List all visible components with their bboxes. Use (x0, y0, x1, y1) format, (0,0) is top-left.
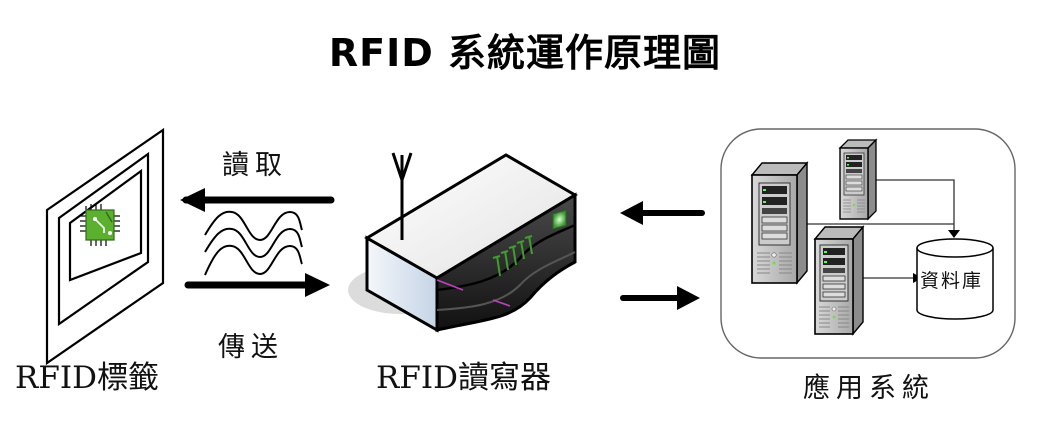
rfid-reader-label: RFID讀寫器 (376, 360, 551, 396)
diagram-title: RFID 系統運作原理圖 (328, 31, 722, 75)
rfid-tag-icon (45, 127, 165, 366)
antenna-icon (391, 152, 413, 240)
send-arrow (184, 273, 330, 297)
read-arrow (180, 188, 335, 212)
app-to-reader-arrow (620, 201, 705, 225)
server-icon-left (750, 161, 809, 285)
chip-icon (80, 204, 120, 246)
send-label: 傳送 (218, 332, 284, 363)
rfid-reader-icon (348, 152, 578, 333)
radio-waves-icon (204, 210, 303, 276)
app-system-label: 應用系統 (803, 373, 935, 404)
server-icon-bottom (813, 225, 865, 336)
read-label: 讀取 (222, 150, 288, 181)
database-label: 資料庫 (920, 270, 984, 292)
server-icon-top (838, 138, 878, 221)
database-icon (916, 238, 994, 320)
rfid-tag-label: RFID標籤 (15, 360, 159, 396)
reader-to-app-arrow (620, 286, 700, 310)
